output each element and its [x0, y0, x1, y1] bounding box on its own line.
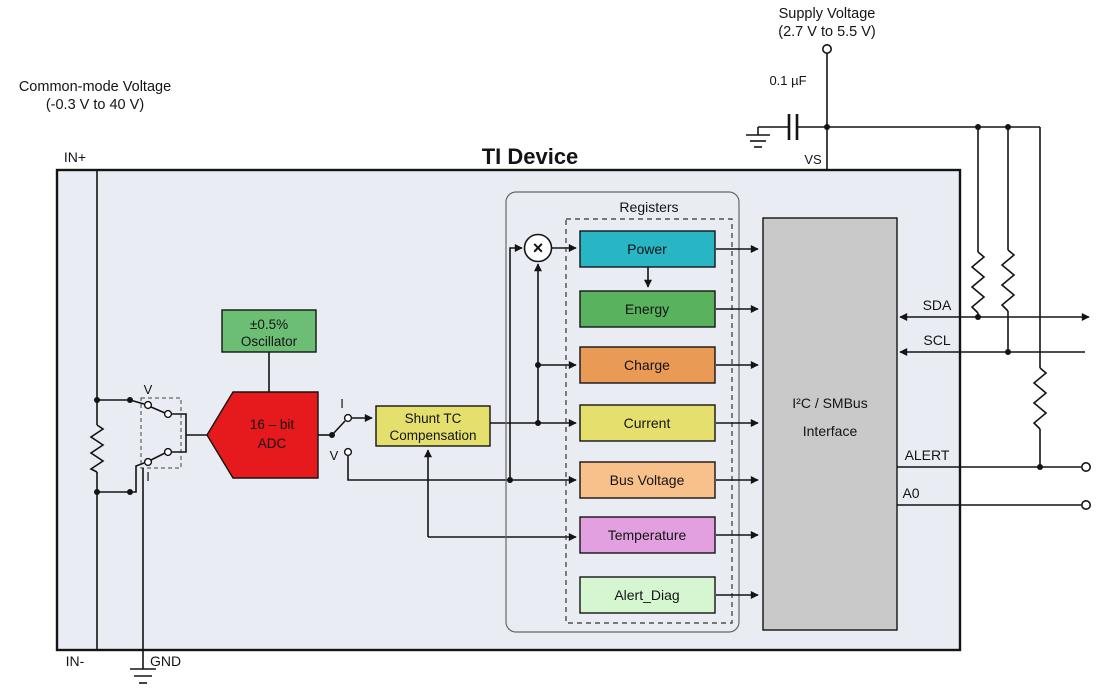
- registers-title: Registers: [619, 199, 678, 215]
- register-power: [579, 230, 716, 268]
- oscillator-block: ±0.5% Oscillator: [221, 309, 317, 392]
- shunt-tc-label-1: Shunt TC: [405, 411, 462, 426]
- supply-terminal: [821, 43, 832, 54]
- switch-i-label: I: [340, 396, 344, 411]
- resistor-icon: [1000, 249, 1016, 312]
- switch-contact: [143, 457, 153, 467]
- switch-contact: [163, 447, 173, 457]
- register-temperature-label: Temperature: [608, 527, 687, 543]
- switch-contact: [343, 447, 353, 457]
- ground-icon: [130, 668, 156, 684]
- register-alert-diag-label: Alert_Diag: [614, 587, 679, 603]
- oscillator-box: [221, 309, 317, 353]
- internal-signals: [424, 244, 652, 541]
- in-minus-pin-label: IN-: [66, 653, 85, 669]
- device-title: TI Device: [482, 144, 579, 169]
- in-plus-pin-label: IN+: [64, 149, 86, 165]
- capacitor-label: 0.1 µF: [769, 73, 806, 88]
- register-charge-label: Charge: [624, 357, 670, 373]
- common-mode-label-1: Common-mode Voltage: [19, 79, 171, 95]
- register-bus-voltage-label: Bus Voltage: [610, 472, 685, 488]
- register-energy-label: Energy: [625, 301, 669, 317]
- switch-contact: [343, 413, 353, 423]
- junction-dot: [1005, 124, 1011, 130]
- register-alert-diag: [579, 576, 716, 614]
- input-mux-switch: V I: [140, 382, 182, 484]
- adc-label-1: 16 – bit: [250, 417, 295, 432]
- a0-terminal: [1081, 499, 1092, 510]
- common-mode-annotation: Common-mode Voltage (-0.3 V to 40 V): [19, 79, 171, 113]
- interface-label-1: I²C / SMBus: [792, 395, 867, 411]
- switch-v-label: V: [330, 448, 339, 463]
- gnd-pin-label: GND: [150, 653, 181, 669]
- supply-circuit: 0.1 µF VS: [746, 43, 1040, 170]
- sda-pin-label: SDA: [923, 297, 952, 313]
- switch-contact: [143, 400, 153, 410]
- alert-terminal: [1081, 461, 1092, 472]
- register-current-label: Current: [624, 415, 671, 431]
- register-bus-voltage: [579, 461, 716, 499]
- shunt-tc-box: [375, 405, 491, 447]
- resistor-icon: [89, 424, 105, 473]
- scl-pin-label: SCL: [923, 332, 950, 348]
- adc-label-2: ADC: [258, 436, 287, 451]
- register-power-label: Power: [627, 241, 667, 257]
- multiplier-symbol: ×: [533, 238, 544, 258]
- registers-group: Registers Power Energy Charge Current Bu…: [505, 191, 759, 633]
- supply-voltage-annotation: Supply Voltage (2.7 V to 5.5 V): [778, 6, 876, 40]
- switch-gang-box: [140, 397, 182, 469]
- register-energy: [579, 290, 716, 328]
- switch-contact: [163, 409, 173, 419]
- registers-outer-box: [505, 191, 740, 633]
- register-current: [579, 404, 716, 442]
- supply-voltage-label-2: (2.7 V to 5.5 V): [778, 24, 876, 40]
- multiplier-block: ×: [523, 233, 553, 263]
- bus-voltage-signal: [347, 456, 577, 484]
- switch-v-label: V: [144, 382, 153, 397]
- registers-dashed-box: [565, 218, 733, 624]
- adc-block: 16 – bit ADC: [206, 391, 319, 479]
- oscillator-label-1: ±0.5%: [250, 317, 288, 332]
- bus-lines: SDA SCL ALERT A0: [897, 297, 1092, 510]
- switch-i-label: I: [146, 469, 150, 484]
- input-network: IN+ IN- GND V I: [64, 149, 207, 684]
- vs-pin-label: VS: [804, 152, 822, 167]
- register-charge: [579, 346, 716, 384]
- alert-pin-label: ALERT: [905, 447, 950, 463]
- oscillator-label-2: Oscillator: [241, 334, 298, 349]
- common-mode-label-2: (-0.3 V to 40 V): [46, 97, 144, 113]
- pullup-resistors: [970, 124, 1048, 470]
- supply-voltage-label-1: Supply Voltage: [779, 6, 876, 22]
- resistor-icon: [970, 251, 986, 314]
- shunt-tc-block: Shunt TC Compensation: [375, 405, 491, 447]
- a0-pin-label: A0: [902, 485, 919, 501]
- interface-label-2: Interface: [803, 423, 858, 439]
- interface-block: I²C / SMBus Interface: [762, 217, 898, 631]
- shunt-tc-label-2: Compensation: [389, 428, 476, 443]
- adc-output-switch: I V: [318, 396, 577, 484]
- resistor-icon: [1032, 367, 1048, 430]
- multiplier-circle: [523, 233, 553, 263]
- junction-dot: [975, 124, 981, 130]
- ground-icon: [746, 127, 770, 148]
- register-temperature: [579, 516, 716, 554]
- interface-box: [762, 217, 898, 631]
- multiplier-voltage-feed: [509, 244, 523, 480]
